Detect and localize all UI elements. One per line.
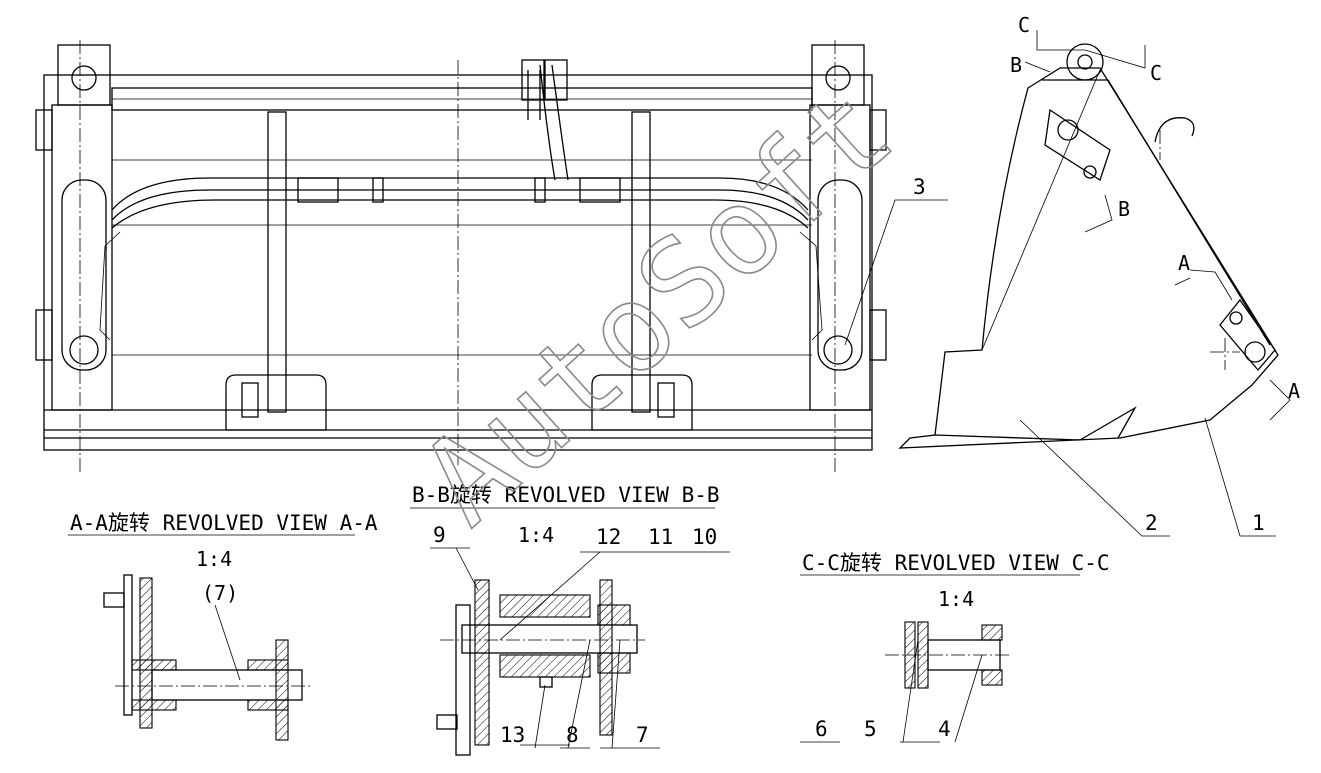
part-balloon-6: 6 [815,717,828,741]
part-balloon-8: 8 [566,723,579,747]
view-b-title: B-B旋转 REVOLVED VIEW B-B [412,483,720,507]
part-balloon-10: 10 [692,525,717,549]
front-view [35,40,887,475]
side-view [898,30,1291,449]
view-a-title: A-A旋转 REVOLVED VIEW A-A [70,511,378,535]
revolved-view-c [800,574,1080,743]
part-balloon-5: 5 [864,717,877,741]
revolved-view-a [68,534,355,741]
section-letter-b-bottom: B [1118,197,1130,221]
view-a-scale: 1:4 [196,547,232,571]
view-b-scale: 1:4 [518,523,554,547]
view-c-scale: 1:4 [938,587,974,611]
part-balloon-12: 12 [596,525,621,549]
view-c-title: C-C旋转 REVOLVED VIEW C-C [802,551,1110,575]
labels: A-A旋转 REVOLVED VIEW A-A 1:4 (7) B-B旋转 RE… [70,13,1300,747]
part-balloon-4: 4 [938,717,951,741]
section-letter-c-right: C [1150,61,1162,85]
part-balloon-2: 2 [1145,511,1158,535]
section-letter-a-bottom: A [1288,379,1300,403]
view-a-ref: (7) [202,581,238,605]
part-balloon-11: 11 [648,525,673,549]
section-letter-a-top: A [1178,251,1190,275]
watermark-text: AutoSoft [396,62,919,552]
revolved-view-b [410,507,715,756]
leader-lines [430,199,1276,749]
watermark: AutoSoft [396,61,920,553]
part-balloon-3: 3 [913,175,926,199]
part-balloon-1: 1 [1252,511,1265,535]
part-balloon-7: 7 [636,723,649,747]
section-letter-c-left: C [1018,13,1030,37]
part-balloon-13: 13 [500,723,525,747]
part-balloon-9: 9 [433,523,446,547]
section-letter-b-top: B [1010,53,1022,77]
